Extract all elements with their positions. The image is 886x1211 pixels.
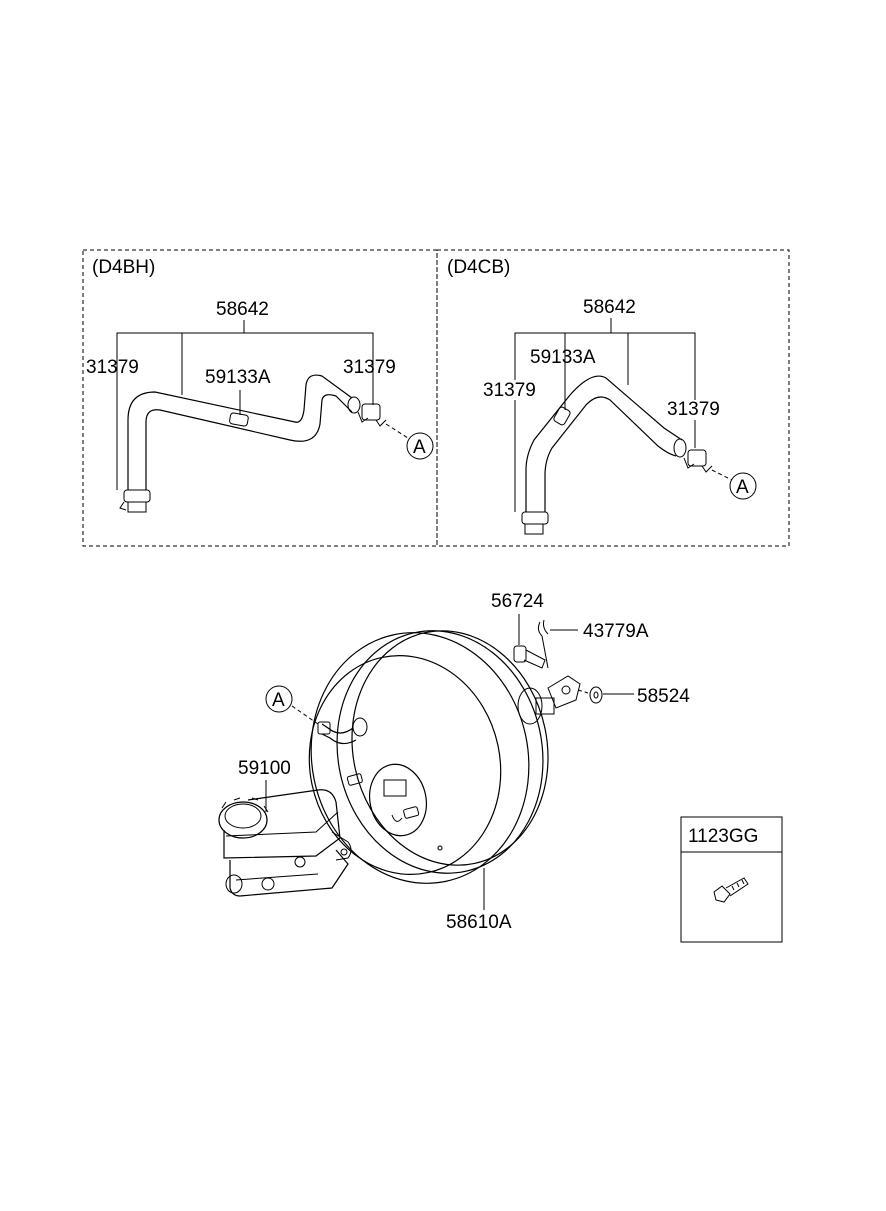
washer-58524: 58524 <box>577 686 690 707</box>
label-booster: 58610A <box>446 912 512 933</box>
label-left-clamp-right: 31379 <box>343 357 396 378</box>
label-bolt: 1123GG <box>688 826 758 847</box>
right-clamp-right <box>683 449 713 473</box>
bolt-icon <box>713 877 749 903</box>
label-left-hose: 58642 <box>216 299 269 320</box>
panel-d4cb: (D4CB) <box>436 249 790 547</box>
label-washer: 58524 <box>637 686 690 707</box>
pin-56724: 56724 <box>491 591 546 669</box>
panel-d4bh: (D4BH) <box>82 249 438 547</box>
label-right-hose: 58642 <box>583 297 636 318</box>
right-hose-assembly: 58642 59133A 31379 31379 A <box>483 297 757 535</box>
left-clamp-right <box>357 403 387 427</box>
right-clamp-bottom <box>521 511 549 535</box>
label-clip: 43779A <box>583 621 649 642</box>
label-right-connector: 59133A <box>530 347 596 368</box>
label-master-cylinder: 59100 <box>238 758 291 779</box>
panel-title-d4cb: (D4CB) <box>447 257 510 278</box>
main-ref-a: A <box>265 685 319 725</box>
brake-booster <box>308 630 581 884</box>
label-left-connector: 59133A <box>205 367 271 388</box>
ref-a-left: A <box>413 437 426 458</box>
ref-a-main: A <box>272 690 285 711</box>
ref-a-right: A <box>736 477 749 498</box>
label-right-clamp-right: 31379 <box>667 399 720 420</box>
panel-title-d4bh: (D4BH) <box>92 257 155 278</box>
label-pin: 56724 <box>491 591 544 612</box>
label-left-clamp-left: 31379 <box>86 357 139 378</box>
label-right-clamp-left: 31379 <box>483 380 536 401</box>
left-clamp-bottom <box>119 489 151 513</box>
clip-43779a: 43779A <box>537 619 649 669</box>
left-hose-assembly: 58642 31379 59133A 31379 A <box>86 299 434 513</box>
bolt-box: 1123GG <box>680 816 783 943</box>
master-cylinder: 59100 <box>218 758 352 897</box>
